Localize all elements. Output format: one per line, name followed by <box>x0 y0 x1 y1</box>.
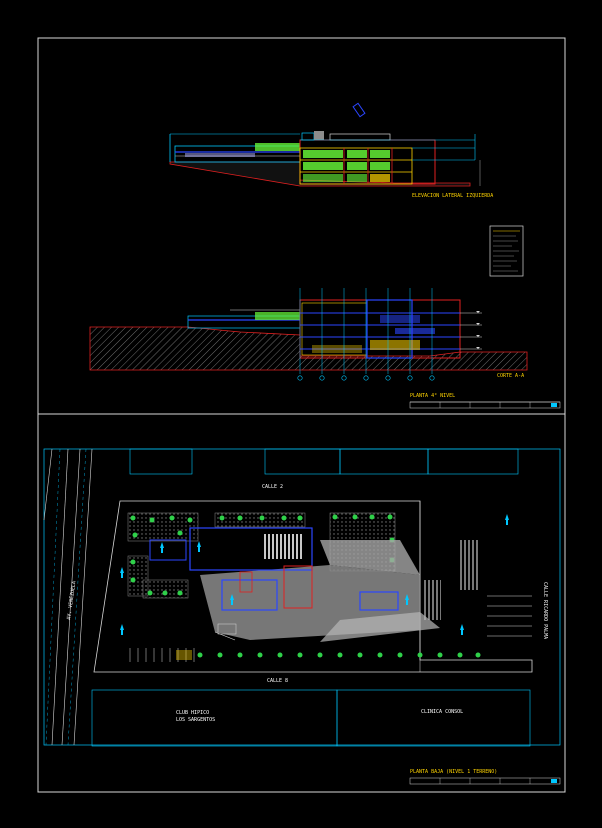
site-plan: CALLE 2 CALLE 8 AV. VENEZUELA CALLE RICA… <box>43 448 561 747</box>
avenue-east-label: CALLE RICARDO PALMA <box>542 582 548 639</box>
lower-title-block: PLANTA BAJA (NIVEL 1 TERRENO) <box>409 769 561 785</box>
elevation-title: ELEVACION LATERAL IZQUIERDA <box>412 193 493 199</box>
lower-sheet-title: PLANTA BAJA (NIVEL 1 TERRENO) <box>410 769 497 775</box>
elevation-drawing: ELEVACION LATERAL IZQUIERDA <box>169 131 493 199</box>
terrain-hatch <box>89 326 528 371</box>
upper-title-block: PLANTA 4° NIVEL <box>409 393 561 409</box>
sheet-border <box>37 37 566 793</box>
avenue-west-label: AV. VENEZUELA <box>66 581 77 621</box>
section-title: CORTE A-A <box>497 373 524 379</box>
street-south-label: CALLE 8 <box>267 678 288 684</box>
upper-sheet-title: PLANTA 4° NIVEL <box>410 393 455 399</box>
neighbor-right-label: CLINICA CONSOL <box>421 709 463 715</box>
neighbor-left-line1: CLUB HIPICO <box>176 710 209 716</box>
neighbor-left-line2: LOS SARGENTOS <box>176 717 215 723</box>
street-north-label: CALLE 2 <box>262 484 283 490</box>
section-drawing: CORTE A-A <box>89 288 528 381</box>
legend-table <box>489 225 524 277</box>
north-arrow-icon <box>352 102 366 118</box>
